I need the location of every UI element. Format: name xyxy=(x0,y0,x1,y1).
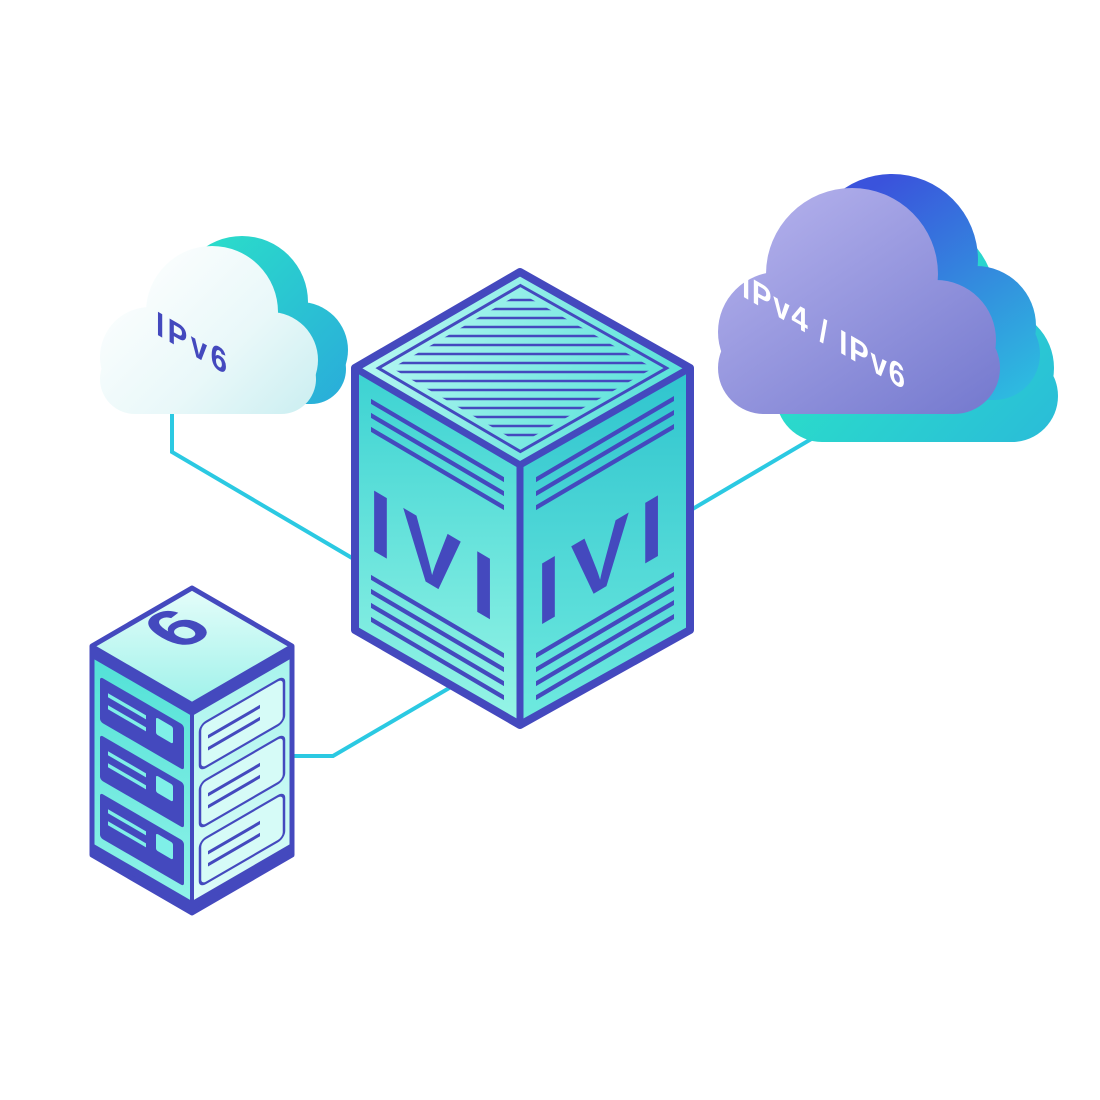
server-drawer xyxy=(198,735,286,828)
server-base-right xyxy=(192,843,292,913)
server-tower: 6 xyxy=(89,585,295,916)
connector-ipv6-cloud xyxy=(170,398,422,600)
server-rim-left xyxy=(92,646,192,716)
server-drawer xyxy=(198,677,286,770)
cube-top-lines xyxy=(391,298,654,437)
server-right-drawers xyxy=(198,677,286,886)
ipv4-ipv6-cloud: IPv4 / IPv6 xyxy=(718,174,1058,442)
cube-inner-edges xyxy=(353,364,692,725)
server-left-drawers xyxy=(100,677,184,886)
ipv4-ipv6-cloud-body xyxy=(718,188,1000,414)
cube-top-inner-border xyxy=(375,283,670,454)
cube-right-face xyxy=(520,368,690,725)
server-drawer xyxy=(100,793,184,886)
ipv6-cloud-body xyxy=(100,246,318,414)
cube-left-face-stripes xyxy=(371,398,504,701)
server-drawer xyxy=(100,735,184,828)
cube-outline xyxy=(351,268,694,729)
server-drawer xyxy=(100,677,184,770)
ipv6-cloud: IPv6 xyxy=(100,236,348,414)
server-rim-right xyxy=(192,646,292,716)
server-drawer xyxy=(198,793,286,886)
server-outline xyxy=(89,585,295,916)
ivi-translator-cube: IVI IVI xyxy=(351,268,694,729)
cube-right-face-stripes xyxy=(536,395,674,701)
server-base-left xyxy=(92,843,192,913)
